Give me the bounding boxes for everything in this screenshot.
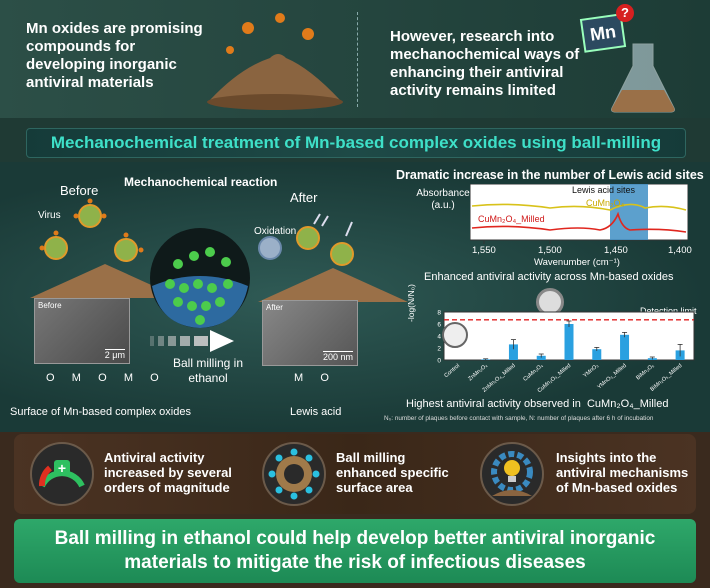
method-banner: Mechanochemical treatment of Mn-based co… [26, 128, 686, 180]
ring-particles-icon [262, 442, 326, 506]
sem-before-label: Before [38, 301, 62, 310]
category-label: BiMn₂O₅ [635, 363, 655, 381]
intro-text: Mn oxides are promising compounds for de… [26, 20, 203, 91]
y-tick-label: 6 [437, 322, 441, 329]
category-label: YMnO₃_Milled [597, 363, 628, 391]
ball-mill-icon [150, 228, 250, 328]
conclusion-banner: Ball milling in ethanol could help devel… [14, 519, 696, 583]
series-pristine [471, 203, 687, 211]
mound-before [30, 264, 180, 298]
bar [592, 349, 602, 360]
virus-label: Virus [38, 210, 61, 221]
lewis-acid-band [610, 184, 648, 240]
arrow-icon [150, 330, 234, 352]
virus-cluster-after [258, 213, 354, 266]
virus-icon [226, 13, 314, 54]
bar [620, 334, 630, 360]
gear-bulb-icon [480, 442, 544, 506]
question-badge: ? [616, 4, 634, 22]
mound-illustration [207, 13, 343, 110]
flask-icon [611, 43, 675, 113]
highest-activity-text: Highest antiviral activity observed in C… [406, 398, 669, 410]
y-tick-label: 0 [437, 358, 441, 365]
ir-spectrum-chart [470, 184, 688, 244]
top-divider [357, 12, 358, 107]
sem-image-before: Before 2 μm [34, 298, 130, 364]
chart-title: Enhanced antiviral activity across Mn-ba… [424, 271, 674, 283]
before-label: Before [60, 183, 99, 198]
footnote: N₀: number of plaques before contact wit… [384, 415, 654, 422]
spectrum-ylabel: Absorbance (a.u.) [416, 188, 470, 211]
svg-text:+: + [58, 460, 66, 476]
insight-2: Ball milling enhanced specific surface a… [336, 450, 449, 495]
category-label: YMnO₃ [582, 363, 600, 379]
legend-milled: CuMn₂O₄_Milled [478, 214, 545, 224]
series-milled [471, 211, 687, 233]
insight-3: Insights into the antiviral mechanisms o… [556, 450, 689, 495]
surface-caption: Surface of Mn-based complex oxides [10, 406, 191, 418]
spectrum-xlabel: Wavenumber (cm⁻¹) [534, 257, 620, 268]
y-tick-label: 2 [437, 346, 441, 353]
limitation-text: However, research into mechanochemical w… [390, 28, 580, 99]
bar-ylabel: -log(N/N₀) [406, 283, 416, 322]
sem-image-after: After 200 nm [262, 300, 358, 366]
ball-milling-label: Ball milling in ethanol [172, 356, 244, 385]
lewis-structure: M O [294, 372, 331, 384]
category-label: Control [443, 363, 461, 379]
bar [536, 355, 546, 360]
highest-sample: CuMn₂O₄_Milled [586, 398, 669, 410]
lewis-label: Lewis acid sites [572, 185, 636, 195]
sem-after-label: After [266, 303, 283, 312]
gauge-icon: + [30, 442, 94, 506]
legend-pristine: CuMn₂O₄ [586, 198, 625, 208]
insights-band [14, 434, 696, 514]
category-label: ZnMn₂O₄ [467, 362, 489, 382]
oxidation-label: Oxidation [254, 226, 297, 237]
plaque-dish-control [442, 322, 468, 348]
scale-bar-after: 200 nm [322, 351, 353, 362]
insight-1: Antiviral activity increased by several … [104, 450, 232, 495]
spectrum-title: Dramatic increase in the number of Lewis… [396, 168, 704, 182]
category-label: CuMn₂O₄ [522, 362, 545, 382]
bar [508, 344, 518, 360]
y-tick-label: 4 [437, 334, 441, 341]
after-label: After [290, 190, 318, 205]
surface-structure: O M O M O [46, 372, 161, 384]
scale-bar-before: 2 μm [104, 349, 125, 360]
y-tick-label: 8 [437, 310, 441, 317]
reaction-title: Mechanochemical reaction [124, 175, 278, 189]
detection-limit-label: Detection limit [640, 306, 697, 316]
bar [564, 324, 574, 360]
mound-after [258, 268, 408, 302]
virus-cluster-before [39, 198, 144, 262]
lewis-caption: Lewis acid [290, 406, 342, 418]
